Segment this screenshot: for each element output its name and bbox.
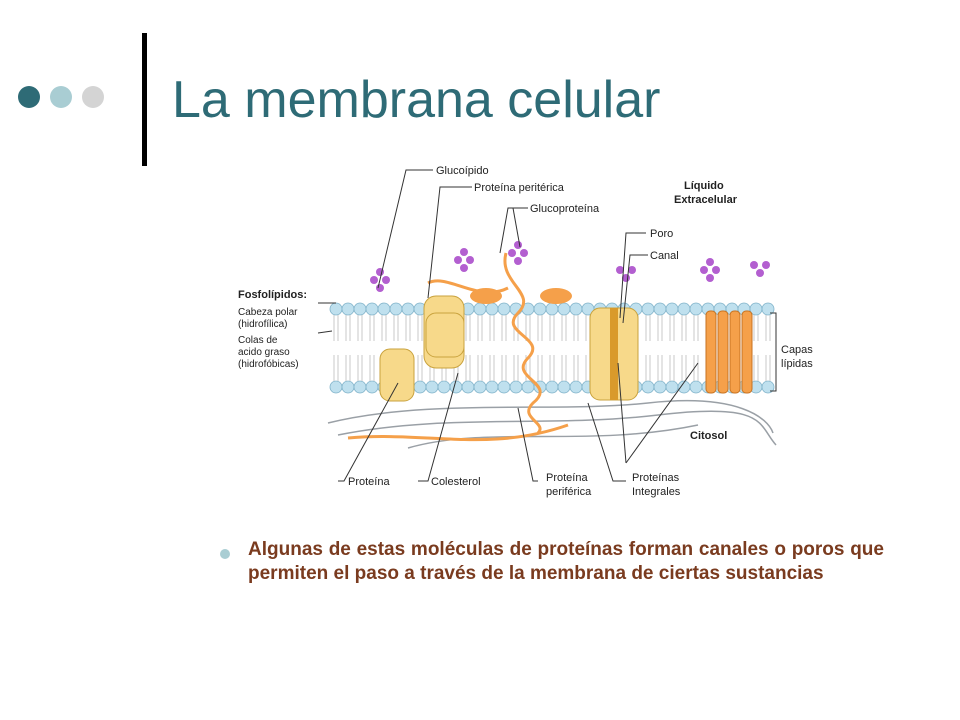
lipid-head	[449, 380, 463, 394]
lipid-head	[353, 380, 367, 394]
label-canal: Canal	[650, 250, 679, 262]
cell-membrane-diagram: Glucoípido Proteína peritérica Glucoprot…	[238, 165, 813, 498]
lipid-head	[389, 302, 403, 316]
lipid-head	[353, 302, 367, 316]
protein-shape-upper-left	[379, 348, 415, 402]
lipid-head	[401, 302, 415, 316]
label-glucoproteina: Glucoproteína	[530, 203, 600, 215]
integral-protein-helices	[705, 310, 753, 394]
lipid-head	[341, 302, 355, 316]
lipid-head	[365, 302, 379, 316]
lipid-head	[521, 380, 535, 394]
lipid-head	[545, 380, 559, 394]
peripheral-protein-top-2	[540, 288, 572, 304]
label-lipidas: lípidas	[781, 358, 813, 370]
lipid-head	[341, 380, 355, 394]
lipid-head	[545, 302, 559, 316]
lipid-head	[653, 302, 667, 316]
label-colas: Colas de	[238, 335, 278, 346]
bullet-icon	[220, 549, 230, 559]
lipid-head	[473, 380, 487, 394]
peripheral-protein-strand	[347, 279, 569, 442]
peripheral-protein-top	[470, 288, 502, 304]
lipid-head	[761, 302, 775, 316]
label-citosol: Citosol	[690, 430, 727, 442]
label-glucolipido: Glucoípido	[436, 165, 489, 177]
lipid-head	[761, 380, 775, 394]
label-extracelular: Extracelular	[674, 194, 738, 206]
lipid-head	[497, 380, 511, 394]
slide-title: La membrana celular	[172, 71, 661, 129]
lipid-head	[653, 380, 667, 394]
lipid-head	[485, 302, 499, 316]
label-capas: Capas	[781, 344, 813, 356]
label-colesterol: Colesterol	[431, 476, 481, 488]
lipid-head	[437, 380, 451, 394]
title-divider	[142, 33, 147, 166]
lipid-head	[665, 380, 679, 394]
lipid-head	[473, 302, 487, 316]
lipid-head	[641, 380, 655, 394]
lipid-head	[689, 302, 703, 316]
leader-lines	[317, 169, 777, 482]
lipid-head	[689, 380, 703, 394]
lipid-head	[641, 302, 655, 316]
label-fosfolipidos: Fosfolípidos:	[238, 289, 307, 301]
label-hidrofobicas: (hidrofóbicas)	[238, 359, 299, 370]
protein-shape-upper	[425, 312, 465, 358]
lipid-head	[329, 380, 343, 394]
label-proteinas-integrales-1: Proteínas	[632, 472, 680, 484]
bullet-text: Algunas de estas moléculas de proteínas …	[248, 539, 884, 584]
lipid-head	[677, 302, 691, 316]
label-poro: Poro	[650, 228, 673, 240]
lipid-head	[377, 302, 391, 316]
lipid-head	[461, 380, 475, 394]
dot-mid	[50, 86, 72, 108]
label-proteina: Proteína	[348, 476, 390, 488]
lipid-head	[557, 302, 571, 316]
label-proteina-periferica-2: periférica	[546, 486, 592, 498]
label-proteinas-integrales-2: Integrales	[632, 486, 681, 498]
lipid-head	[557, 380, 571, 394]
dot-dark	[18, 86, 40, 108]
label-acido-graso: acido graso	[238, 347, 290, 358]
lipid-head	[365, 380, 379, 394]
label-hidrofilica: (hidrofílica)	[238, 319, 287, 330]
label-cabeza-polar: Cabeza polar	[238, 307, 298, 318]
sugar-chains	[370, 241, 770, 292]
lipid-head	[533, 302, 547, 316]
lipid-head	[497, 302, 511, 316]
lipid-head	[485, 380, 499, 394]
lipid-head	[569, 380, 583, 394]
label-proteina-periferica-top: Proteína peritérica	[474, 182, 565, 194]
cytoskeleton-fibers	[327, 399, 777, 449]
lipid-head	[425, 380, 439, 394]
label-proteina-periferica-1: Proteína	[546, 472, 588, 484]
glycoprotein-helix	[503, 252, 542, 435]
lipid-head	[665, 302, 679, 316]
lipid-head	[569, 302, 583, 316]
lipid-head	[329, 302, 343, 316]
lipid-head	[413, 380, 427, 394]
bullet-point: Algunas de estas moléculas de proteínas …	[220, 538, 884, 586]
decorative-dots	[18, 86, 104, 108]
channel-pore	[610, 308, 618, 400]
dot-light	[82, 86, 104, 108]
lipid-head	[509, 380, 523, 394]
label-liquido: Líquido	[684, 180, 724, 192]
